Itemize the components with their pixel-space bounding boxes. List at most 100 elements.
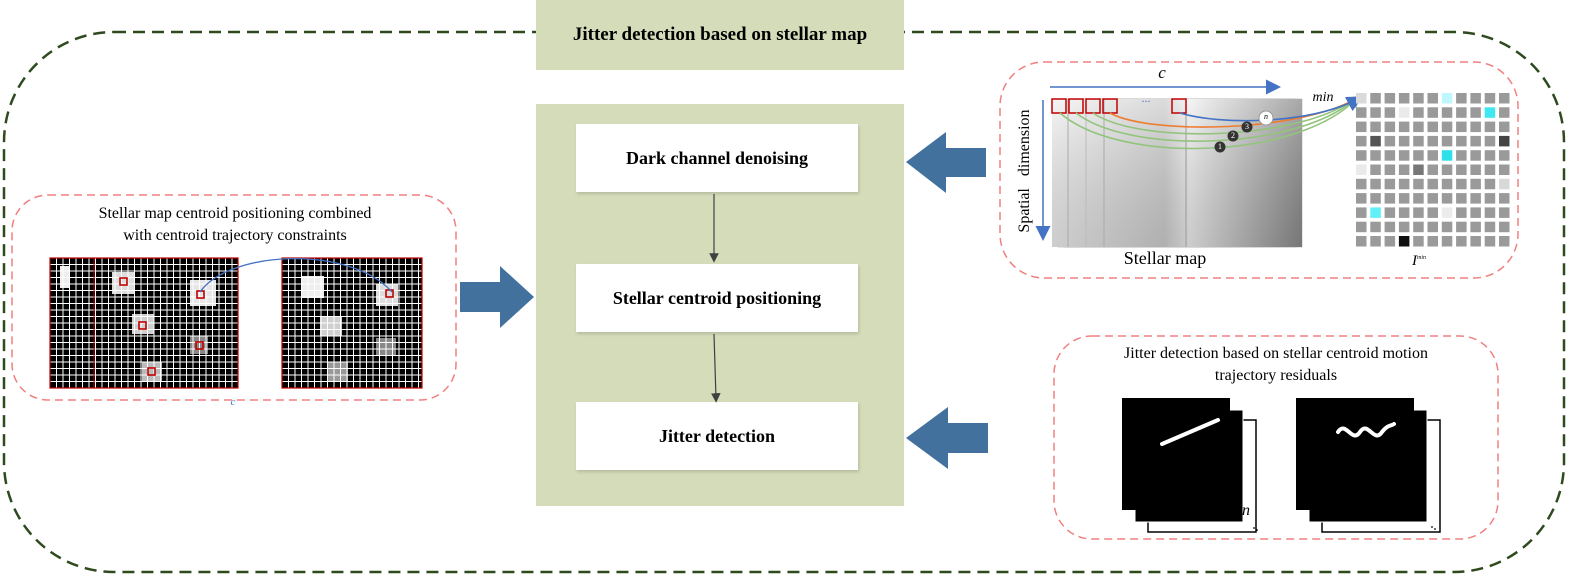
c-axis-dots: ... [1141, 91, 1151, 105]
min-matrix-cell [1356, 178, 1367, 190]
min-matrix-cell [1484, 221, 1496, 233]
min-matrix-cell [1398, 207, 1410, 218]
min-matrix-cell [1370, 164, 1381, 175]
min-matrix-cell [1499, 178, 1510, 190]
min-matrix-cell [1356, 93, 1367, 104]
arrow-topright-to-center [906, 132, 986, 193]
min-matrix-cell [1384, 207, 1396, 218]
min-matrix-cell [1356, 135, 1367, 147]
min-matrix-cell [1499, 121, 1510, 133]
star-blob [142, 362, 162, 382]
min-matrix-cell [1398, 107, 1410, 118]
min-matrix-cell [1356, 193, 1367, 204]
min-matrix-cell [1484, 150, 1496, 161]
min-matrix-cell [1370, 221, 1381, 233]
min-matrix-cell [1413, 178, 1424, 190]
min-matrix-cell [1441, 121, 1453, 133]
min-matrix-cell [1499, 150, 1510, 161]
min-matrix-cell [1441, 164, 1453, 175]
min-matrix-cell [1370, 121, 1381, 133]
min-matrix-cell [1456, 178, 1467, 190]
min-matrix-cell [1356, 207, 1367, 218]
centroid-marker [138, 321, 147, 330]
min-matrix-cell [1499, 221, 1510, 233]
min-matrix-cell [1398, 178, 1410, 190]
bottom-caption-line-2: trajectory residuals [1214, 367, 1338, 384]
centroid-marker [195, 341, 204, 350]
min-matrix-cell [1413, 221, 1424, 233]
output-image-superscript: min [1417, 255, 1426, 261]
min-matrix-cell [1413, 93, 1424, 104]
min-matrix-cell [1356, 164, 1367, 175]
min-matrix-cell [1427, 107, 1438, 118]
center-flow-panel: Dark channel denoising Stellar centroid … [536, 104, 904, 506]
min-matrix-cell [1499, 107, 1510, 118]
stellar-window-squares [1051, 98, 1187, 114]
min-matrix-cell [1456, 107, 1467, 118]
min-matrix-cell [1470, 193, 1481, 204]
min-matrix-cell [1456, 221, 1467, 233]
bottom-right-caption: Jitter detection based on stellar centro… [1066, 343, 1486, 387]
min-matrix-cell [1441, 150, 1453, 161]
min-matrix-cell [1484, 193, 1496, 204]
min-matrix-cell [1456, 150, 1467, 161]
min-matrix-cell [1484, 135, 1496, 147]
min-matrix-cell [1398, 193, 1410, 204]
min-matrix-cell [1427, 207, 1438, 218]
min-matrix-cell [1470, 135, 1481, 147]
min-matrix-cell [1470, 121, 1481, 133]
curve-green-1 [1059, 94, 1361, 150]
min-matrix-cell [1441, 107, 1453, 118]
min-matrix-cell [1470, 150, 1481, 161]
left-grid-frame-1 [49, 257, 239, 389]
min-matrix-cell [1413, 121, 1424, 133]
min-matrix-cell [1484, 121, 1496, 133]
min-matrix-cell [1499, 164, 1510, 175]
min-matrix-cell [1370, 150, 1381, 161]
residual-stack-1 [1122, 398, 1257, 533]
star-blob [328, 362, 348, 382]
min-matrix-cell [1427, 221, 1438, 233]
min-matrix-cell [1427, 236, 1438, 247]
min-matrix-cell [1484, 236, 1496, 247]
min-matrix-cell [1499, 236, 1510, 247]
arrow-bottomright-to-center [906, 407, 988, 469]
step-jitter-detection: Jitter detection [576, 402, 858, 470]
min-matrix-cell [1370, 135, 1381, 147]
min-matrix-cell [1441, 221, 1453, 233]
min-matrix-cell [1384, 121, 1396, 133]
left-caption-line-1: Stellar map centroid positioning combine… [98, 205, 372, 222]
stack-index-n: n [1242, 502, 1250, 519]
marker-3: 3 [1245, 122, 1249, 131]
min-matrix-cell [1413, 207, 1424, 218]
min-matrix-cell [1413, 150, 1424, 161]
min-matrix-cell [1427, 135, 1438, 147]
min-matrix-cell [1484, 178, 1496, 190]
min-matrix-cell [1427, 121, 1438, 133]
curve-green-3 [1092, 98, 1355, 135]
stellar-map-label: Stellar map [1123, 248, 1207, 268]
min-matrix-cell [1356, 150, 1367, 161]
min-matrix-cell [1484, 164, 1496, 175]
trajectory-arc [199, 257, 393, 293]
min-matrix-cell [1441, 178, 1453, 190]
min-matrix-cell [1413, 164, 1424, 175]
min-matrix-cell [1499, 207, 1510, 218]
min-matrix-cell [1370, 236, 1381, 247]
min-matrix-cell [1384, 164, 1396, 175]
top-right-panel-border [999, 61, 1519, 279]
left-axis-symbol: c [230, 396, 236, 408]
spatial-dimension-label: Spatial dimension [1016, 109, 1033, 233]
min-matrix-cell [1398, 93, 1410, 104]
min-matrix-cell [1441, 236, 1453, 247]
flow-arrows [709, 194, 721, 403]
bottom-right-panel-border [1053, 335, 1499, 540]
min-matrix-cell [1427, 150, 1438, 161]
min-matrix-cell [1398, 236, 1410, 247]
min-matrix-cell [1470, 178, 1481, 190]
bottom-caption-line-1: Jitter detection based on stellar centro… [1124, 345, 1428, 362]
c-axis-label: c [1158, 63, 1166, 82]
min-matrix-cell [1441, 207, 1453, 218]
min-matrix-cell [1413, 236, 1424, 247]
min-matrix-cell [1427, 164, 1438, 175]
